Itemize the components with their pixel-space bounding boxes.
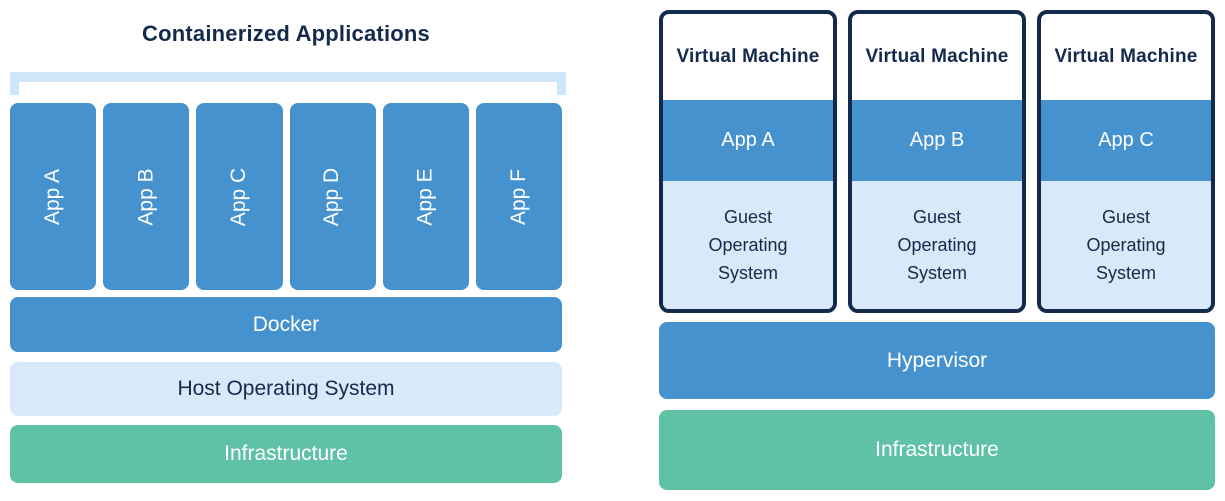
vm-guest-os: Guest Operating System	[1041, 181, 1211, 309]
app-label: App B	[134, 167, 158, 226]
vm-title: Virtual Machine	[1054, 46, 1198, 67]
vm-box-2: Virtual Machine App B Guest Operating Sy…	[848, 10, 1026, 313]
host-os-layer: Host Operating System	[10, 362, 562, 416]
containerized-applications-title: Containerized Applications	[142, 21, 430, 46]
container-app-c: App C	[196, 103, 283, 290]
vm-title: Virtual Machine	[676, 46, 820, 67]
infrastructure-layer-left: Infrastructure	[10, 425, 562, 483]
vm-app-band: App B	[852, 100, 1022, 181]
hypervisor-layer: Hypervisor	[659, 322, 1215, 399]
app-label: App A	[41, 168, 65, 225]
vm-guest-os: Guest Operating System	[663, 181, 833, 309]
container-app-a: App A	[10, 103, 97, 290]
app-label: App C	[227, 167, 251, 226]
vm-box-3: Virtual Machine App C Guest Operating Sy…	[1037, 10, 1215, 313]
app-label: App E	[413, 167, 437, 226]
vm-app-band: App A	[663, 100, 833, 181]
docker-layer: Docker	[10, 297, 562, 352]
vm-title: Virtual Machine	[865, 46, 1009, 67]
vm-guest-os: Guest Operating System	[852, 181, 1022, 309]
container-group-bracket	[10, 72, 566, 95]
app-label: App F	[506, 168, 530, 225]
container-app-e: App E	[382, 103, 469, 290]
container-app-b: App B	[103, 103, 190, 290]
vm-app-band: App C	[1041, 100, 1211, 181]
container-app-f: App F	[475, 103, 563, 290]
app-label: App D	[320, 167, 344, 226]
infrastructure-layer-right: Infrastructure	[659, 410, 1215, 490]
container-app-d: App D	[289, 103, 376, 290]
vm-box-1: Virtual Machine App A Guest Operating Sy…	[659, 10, 837, 313]
vm-row: Virtual Machine App A Guest Operating Sy…	[659, 10, 1215, 313]
container-apps-row: App A App B App C App D App E App F	[10, 103, 563, 290]
